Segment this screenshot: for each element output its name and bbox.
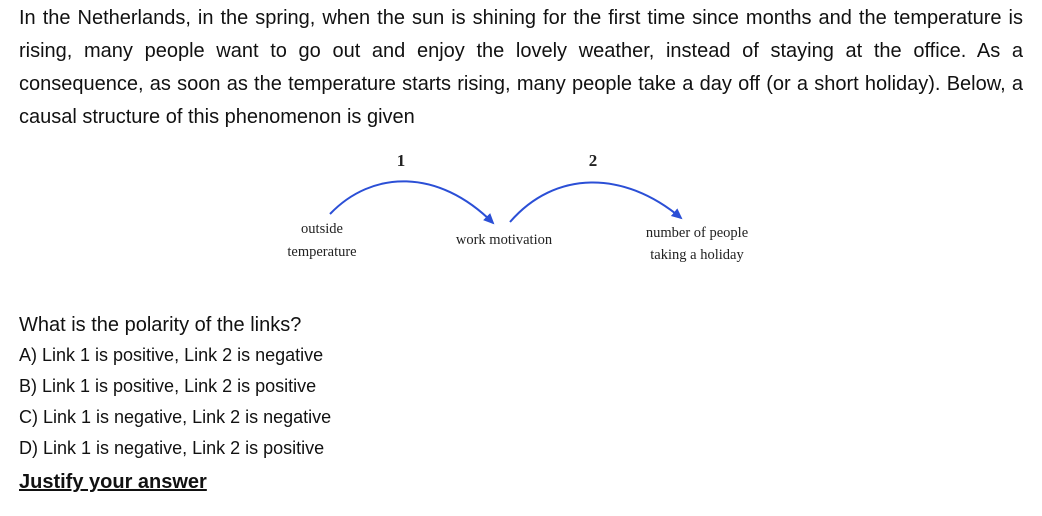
intro-paragraph: In the Netherlands, in the spring, when … [19,7,1023,128]
option-b: B) Link 1 is positive, Link 2 is positiv… [19,376,317,396]
option-d: D) Link 1 is negative, Link 2 is positiv… [19,438,325,458]
option-c: C) Link 1 is negative, Link 2 is negativ… [19,407,332,427]
variable-outside-temperature-line-1: outside [301,221,343,237]
variable-outside-temperature-line-2: temperature [287,244,356,260]
link-1-number: 1 [397,151,406,170]
question-prompt: What is the polarity of the links? [19,314,302,336]
justify-instruction: Justify your answer [19,471,207,493]
answer-options: A) Link 1 is positive, Link 2 is negativ… [19,340,331,464]
variable-work-motivation: work motivation [456,232,553,248]
variable-people-holiday-line-1: number of people [646,225,748,241]
option-a: A) Link 1 is positive, Link 2 is negativ… [19,345,324,365]
link-2-number: 2 [589,151,598,170]
link-1-arrow [329,180,495,225]
link-2-arrow [509,181,683,223]
variable-people-holiday-line-2: taking a holiday [650,247,744,263]
